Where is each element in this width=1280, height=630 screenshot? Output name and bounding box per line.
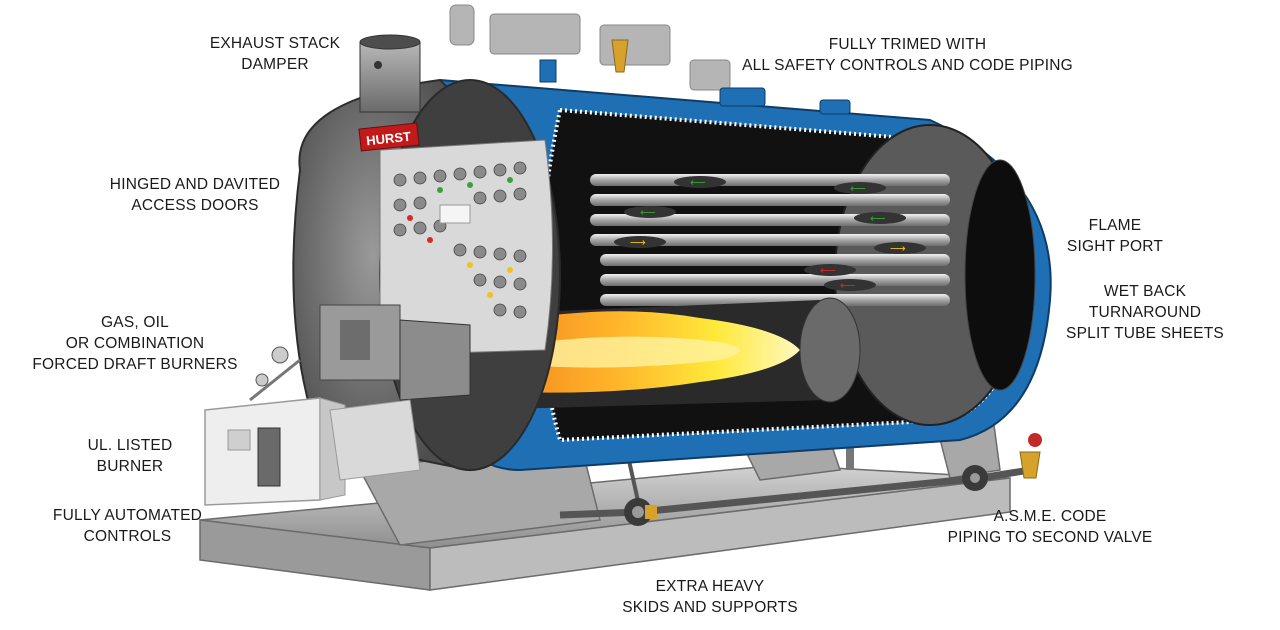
label-line: ALL SAFETY CONTROLS AND CODE PIPING: [742, 57, 1073, 74]
label-line: FULLY TRIMED WITH: [828, 36, 987, 53]
brand-text: HURST: [365, 129, 411, 149]
skid-frame: [199, 394, 1011, 591]
label-line: EXTRA HEAVY: [655, 578, 765, 595]
label-line: SPLIT TUBE SHEETS: [1066, 325, 1224, 342]
control-box: [204, 397, 421, 506]
label-line: A.S.M.E. CODE: [993, 508, 1107, 525]
svg-text:⟶: ⟶: [890, 242, 906, 255]
label-line: SKIDS AND SUPPORTS: [622, 599, 798, 616]
label-line: FLAME: [1088, 217, 1142, 234]
label-line: TURNAROUND: [1088, 304, 1202, 321]
label-line: WET BACK: [1103, 283, 1187, 300]
label-line: SIGHT PORT: [1066, 238, 1164, 255]
burner-assembly: [249, 304, 471, 402]
label-line: HINGED AND DAVITED: [109, 176, 281, 193]
label-burners: GAS, OIL OR COMBINATION FORCED DRAFT BUR…: [30, 312, 240, 375]
label-line: FORCED DRAFT BURNERS: [32, 356, 238, 373]
label-line: PIPING TO SECOND VALVE: [947, 529, 1153, 546]
label-flame-sight-port: FLAME SIGHT PORT: [1060, 215, 1170, 257]
svg-text:⟵: ⟵: [640, 206, 656, 219]
label-skids-supports: EXTRA HEAVY SKIDS AND SUPPORTS: [600, 576, 820, 618]
svg-text:⟶: ⟶: [630, 236, 646, 249]
top-trim: [449, 4, 851, 115]
label-automated-controls: FULLY AUTOMATED CONTROLS: [40, 505, 215, 547]
label-line: CONTROLS: [83, 528, 172, 545]
label-ul-burner: UL. LISTED BURNER: [70, 435, 190, 477]
exhaust-stack: [359, 34, 421, 113]
label-exhaust-stack-damper: EXHAUST STACK DAMPER: [195, 33, 355, 75]
asme-piping: [559, 419, 1042, 526]
label-line: GAS, OIL: [101, 314, 169, 331]
label-asme-piping: A.S.M.E. CODE PIPING TO SECOND VALVE: [930, 506, 1170, 548]
flow-arrows: ⟵ ⟵ ⟵ ⟵ ⟶ ⟶ ⟵ ⟵: [614, 176, 926, 292]
svg-text:⟵: ⟵: [690, 176, 706, 189]
label-access-doors: HINGED AND DAVITED ACCESS DOORS: [105, 174, 285, 216]
label-line: DAMPER: [241, 56, 309, 73]
label-line: EXHAUST STACK: [209, 35, 341, 52]
svg-text:⟵: ⟵: [850, 182, 866, 195]
brand-plate: HURST: [358, 122, 420, 152]
label-line: UL. LISTED: [87, 437, 173, 454]
label-wet-back: WET BACK TURNAROUND SPLIT TUBE SHEETS: [1055, 281, 1235, 344]
label-line: BURNER: [96, 458, 164, 475]
label-line: OR COMBINATION: [65, 335, 205, 352]
svg-text:⟵: ⟵: [870, 212, 886, 225]
label-line: FULLY AUTOMATED: [52, 507, 203, 524]
svg-text:⟵: ⟵: [820, 264, 836, 277]
svg-text:⟵: ⟵: [840, 279, 856, 292]
label-safety-controls: FULLY TRIMED WITH ALL SAFETY CONTROLS AN…: [730, 34, 1085, 76]
label-line: ACCESS DOORS: [131, 197, 259, 214]
